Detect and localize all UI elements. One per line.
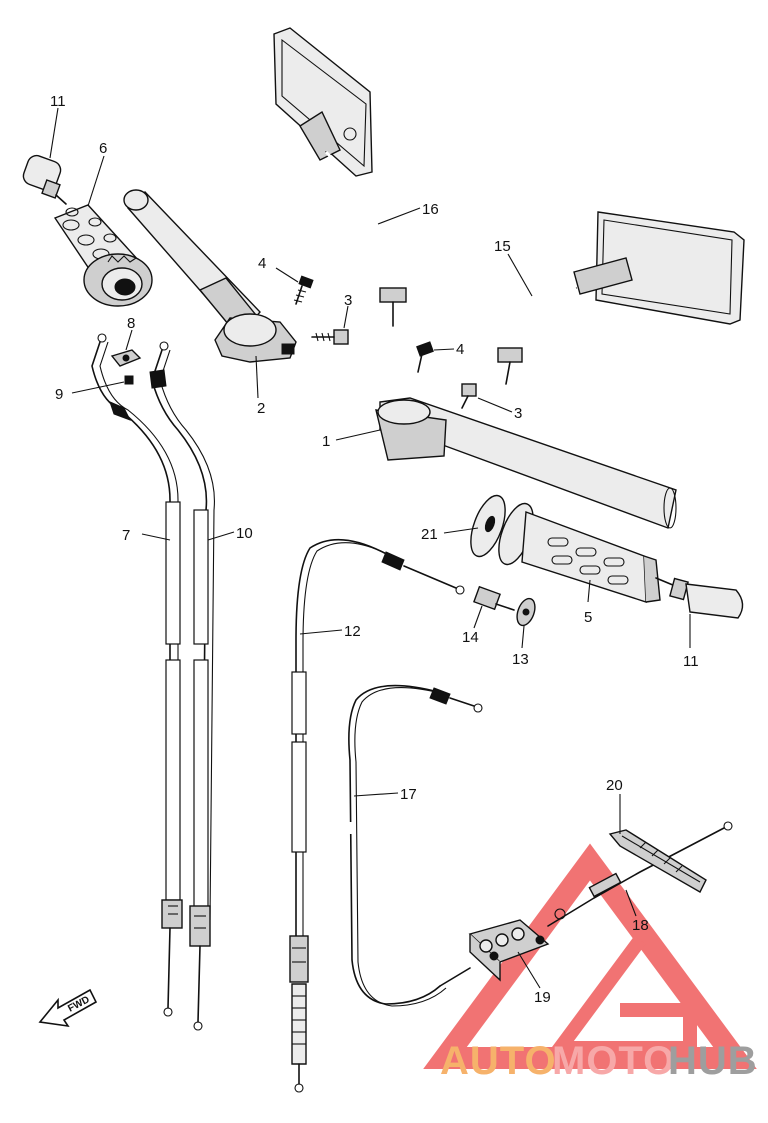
callout-8: 8: [127, 315, 135, 332]
part-16-mirror-left: [273, 27, 407, 327]
part-3-screw-right: [461, 383, 477, 409]
part-9-screw: [124, 375, 134, 385]
watermark-triangle-logo: [423, 843, 757, 1069]
part-15-mirror-right: [497, 211, 745, 385]
part-20-cable-strap: [608, 829, 707, 893]
part-2-throttle-housing: [123, 189, 297, 363]
part-14-adjuster: [473, 585, 515, 611]
fwd-arrow-icon: FWD: [38, 988, 98, 1028]
callout-11-left: 11: [50, 93, 66, 110]
callout-4-right: 4: [456, 341, 464, 358]
part-4-screw-right: [416, 341, 434, 373]
callout-2: 2: [257, 400, 265, 417]
watermark-auto: AUTO: [440, 1039, 557, 1083]
callout-labels: 11 6 8 9 4 3 2 16 15 4 3 1 21 5 11 14 13…: [50, 93, 699, 1006]
callout-13: 13: [512, 651, 529, 668]
part-12-clutch-cable: [289, 538, 465, 1093]
callout-19: 19: [534, 989, 551, 1006]
watermark-moto: MOTO: [552, 1039, 675, 1083]
part-19-cable-junction: [468, 919, 550, 982]
callout-4-left: 4: [258, 255, 266, 272]
part-13-locknut: [516, 597, 536, 627]
callout-18: 18: [632, 917, 649, 934]
part-11-bar-end-left: [22, 154, 67, 205]
part-4-screw-left: [293, 275, 314, 305]
callout-12: 12: [344, 623, 361, 640]
part-1-handlebar: [375, 397, 677, 529]
callout-15: 15: [494, 238, 511, 255]
callout-21: 21: [421, 526, 438, 543]
callout-11-right: 11: [683, 653, 699, 670]
callout-3-left: 3: [344, 292, 352, 309]
callout-6: 6: [99, 140, 107, 157]
part-3-screw-left: [311, 329, 349, 345]
callout-20: 20: [606, 777, 623, 794]
callout-9: 9: [55, 386, 63, 403]
watermark-text: AUTO MOTO HUB: [440, 1039, 758, 1083]
part-10-throttle-cable: [149, 341, 215, 1031]
part-18-cable: [547, 821, 733, 927]
part-7-throttle-cable: [91, 333, 183, 1017]
part-6-throttle-grip: [53, 204, 153, 307]
callout-17: 17: [400, 786, 417, 803]
part-5-grip: [498, 502, 661, 603]
callout-16: 16: [422, 201, 439, 218]
callout-10: 10: [236, 525, 253, 542]
leader-lines: [49, 107, 691, 989]
part-11-bar-end-right: [655, 577, 744, 619]
callout-1: 1: [322, 433, 330, 450]
part-17-cable: [348, 684, 483, 1007]
part-8-plate: [110, 349, 142, 367]
callout-3-right: 3: [514, 405, 522, 422]
callout-7: 7: [122, 527, 130, 544]
callout-5: 5: [584, 609, 592, 626]
callout-14: 14: [462, 629, 479, 646]
part-21-spacer: [470, 494, 506, 558]
watermark-hub: HUB: [668, 1039, 758, 1083]
